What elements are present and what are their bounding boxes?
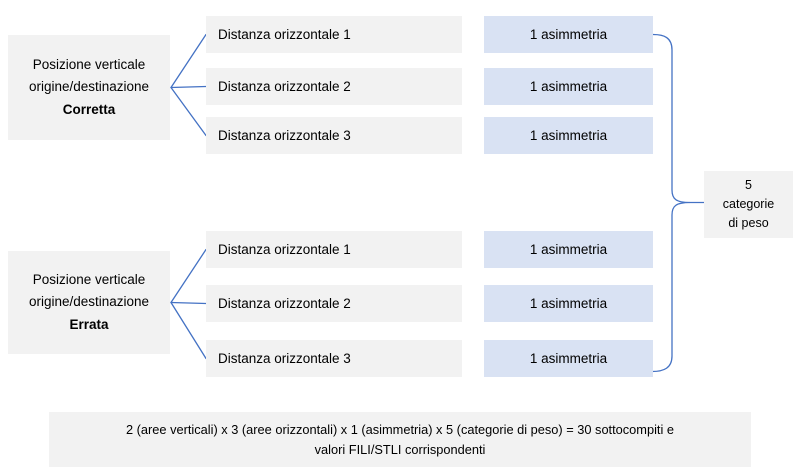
fan-line-bottom-1 (170, 248, 207, 304)
branch-box-top-3: Distanza orizzontale 3 (206, 117, 462, 154)
fan-line-bottom-3 (170, 301, 207, 360)
leaf-box-bottom-1: 1 asimmetria (484, 231, 653, 268)
curly-brace (651, 33, 691, 373)
branch-label: Distanza orizzontale 1 (218, 27, 351, 42)
leaf-box-bottom-2: 1 asimmetria (484, 285, 653, 322)
fan-line-top-3 (170, 86, 207, 137)
leaf-box-bottom-3: 1 asimmetria (484, 340, 653, 377)
fan-line-bottom-2 (170, 301, 207, 305)
branch-box-bottom-3: Distanza orizzontale 3 (206, 340, 462, 377)
branch-label: Distanza orizzontale 3 (218, 128, 351, 143)
formula-line1: 2 (aree verticali) x 3 (aree orizzontali… (126, 421, 674, 437)
root-errata-line1: Posizione verticale (32, 271, 146, 287)
fan-line-top-2 (170, 85, 207, 89)
formula-line2: valori FILI/STLI corrispondenti (314, 441, 486, 457)
root-errata-line2: origine/destinazione (28, 294, 150, 310)
branch-box-top-1: Distanza orizzontale 1 (206, 16, 462, 53)
leaf-label: 1 asimmetria (529, 128, 608, 143)
leaf-label: 1 asimmetria (529, 351, 608, 366)
branch-label: Distanza orizzontale 2 (218, 296, 351, 311)
root-corretta-line1: Posizione verticale (32, 56, 146, 72)
branch-box-bottom-1: Distanza orizzontale 1 (206, 231, 462, 268)
branch-label: Distanza orizzontale 2 (218, 79, 351, 94)
leaf-label: 1 asimmetria (529, 79, 608, 94)
branch-label: Distanza orizzontale 3 (218, 351, 351, 366)
fan-line-top-1 (170, 33, 207, 89)
formula-box: 2 (aree verticali) x 3 (aree orizzontali… (49, 412, 751, 467)
leaf-label: 1 asimmetria (529, 27, 608, 42)
root-corretta-line2: origine/destinazione (28, 79, 150, 95)
leaf-box-top-1: 1 asimmetria (484, 16, 653, 53)
result-box-weight-categories: 5 categorie di peso (704, 171, 793, 238)
root-box-corretta: Posizione verticale origine/destinazione… (8, 35, 170, 140)
result-line1: 5 (745, 178, 752, 192)
branch-box-bottom-2: Distanza orizzontale 2 (206, 285, 462, 322)
root-corretta-line3: Corretta (62, 101, 116, 117)
branch-box-top-2: Distanza orizzontale 2 (206, 68, 462, 105)
leaf-label: 1 asimmetria (529, 296, 608, 311)
result-line2: categorie (722, 197, 775, 211)
branch-label: Distanza orizzontale 1 (218, 242, 351, 257)
leaf-box-top-2: 1 asimmetria (484, 68, 653, 105)
root-errata-line3: Errata (69, 316, 109, 332)
root-box-errata: Posizione verticale origine/destinazione… (8, 251, 170, 354)
leaf-box-top-3: 1 asimmetria (484, 117, 653, 154)
leaf-label: 1 asimmetria (529, 242, 608, 257)
result-line3: di peso (728, 216, 769, 230)
